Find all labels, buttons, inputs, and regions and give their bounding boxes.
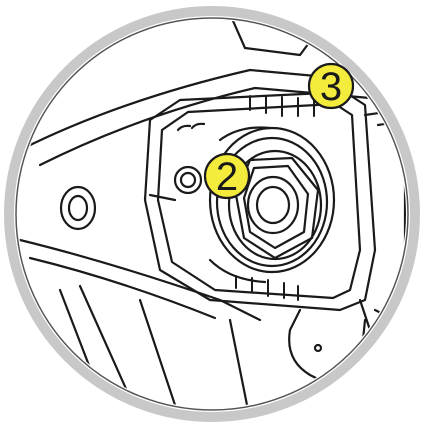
magnifier-ring bbox=[4, 6, 420, 422]
callout-3-label: 3 bbox=[320, 65, 342, 109]
hex-bolt bbox=[208, 126, 336, 284]
tick-marks-top bbox=[249, 95, 315, 117]
tick-marks-bottom bbox=[235, 275, 299, 301]
bracket-plate bbox=[143, 90, 377, 312]
callout-3: 3 bbox=[307, 62, 355, 110]
left-bolt-hole bbox=[59, 185, 97, 231]
callout-2-label: 2 bbox=[216, 155, 238, 199]
callout-2: 2 bbox=[203, 152, 251, 200]
small-screw bbox=[148, 122, 206, 202]
